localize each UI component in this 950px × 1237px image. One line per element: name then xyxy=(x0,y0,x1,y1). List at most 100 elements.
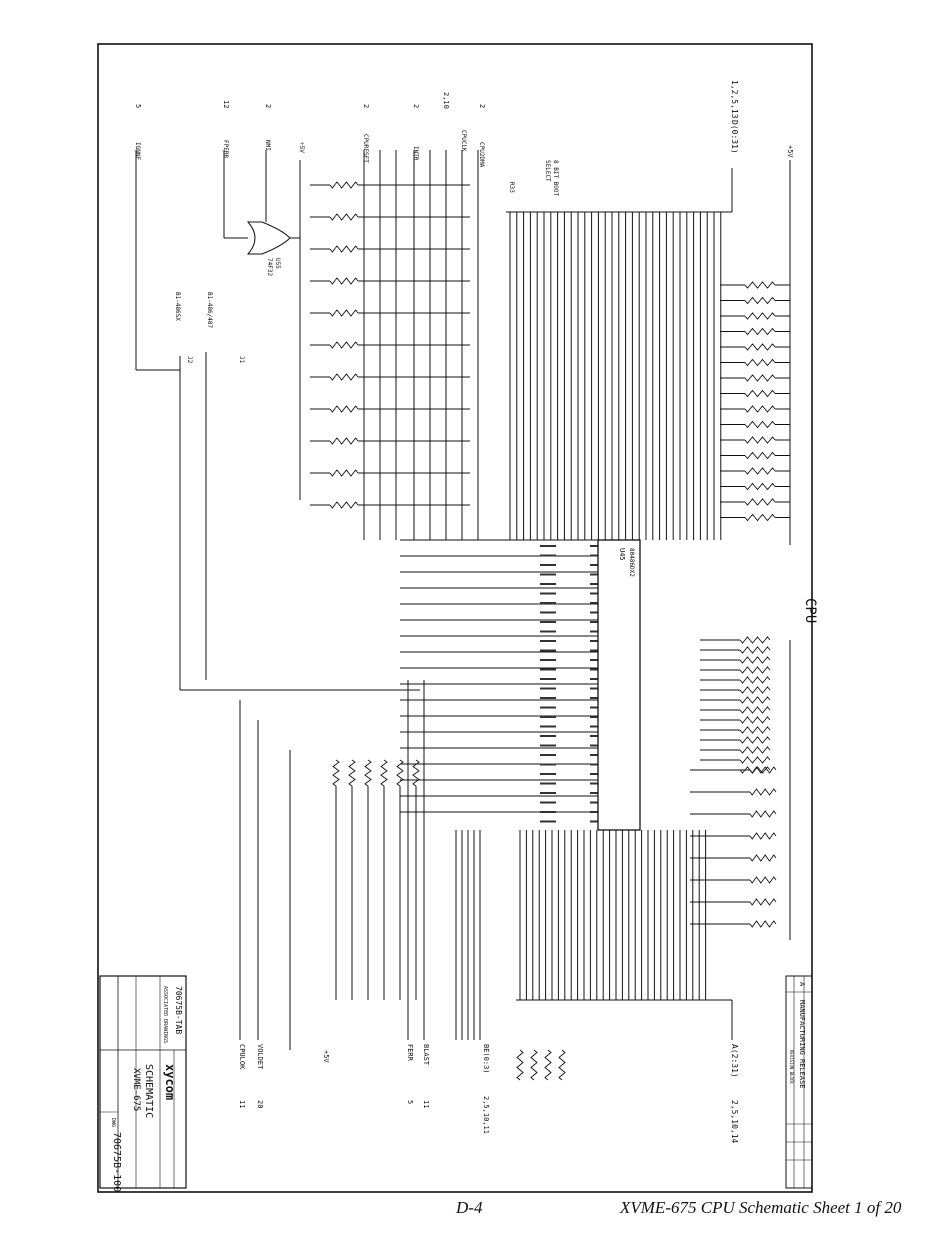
resistor xyxy=(739,656,771,664)
plus5-top-label: +5V xyxy=(786,145,794,158)
pin-label-mark xyxy=(540,754,556,756)
schematic-subtitle: XVME-675 xyxy=(131,1068,141,1111)
data-bus-sheets: 1,2,5,13 xyxy=(730,80,739,119)
pin-label-mark xyxy=(540,773,556,775)
jumper-j1-ref: J1 xyxy=(238,356,245,364)
resistor xyxy=(739,706,771,714)
ignne-label: IGNNE xyxy=(134,142,141,160)
resistor xyxy=(744,374,776,382)
resistor xyxy=(744,281,776,289)
cpulok-label: CPULOK xyxy=(238,1044,246,1070)
resistor xyxy=(739,636,771,644)
pin-label-mark xyxy=(540,725,556,728)
resistor xyxy=(744,405,776,413)
resistor xyxy=(332,759,340,787)
pin-label-mark xyxy=(540,697,556,699)
assoc-drawing-number: 70675B-TAB xyxy=(174,986,183,1034)
pin-label-mark xyxy=(540,554,556,557)
sheet-caption: XVME-675 CPU Schematic Sheet 1 of 20 xyxy=(620,1198,902,1217)
blast-sheet: 11 xyxy=(422,1100,430,1108)
resistor xyxy=(739,686,771,694)
boot-select-label: 8 BIT BOOT xyxy=(552,160,559,197)
ferr-sheet: 5 xyxy=(406,1100,414,1104)
address-bus-sheets: 2,5,10,14 xyxy=(730,1100,739,1144)
resistor xyxy=(744,389,776,398)
resistor xyxy=(348,759,356,787)
dwg-label: DWG xyxy=(110,1118,116,1127)
resistor xyxy=(744,513,776,522)
resistor xyxy=(744,327,776,336)
drawing-border xyxy=(97,43,813,1193)
cpu-chip-body xyxy=(597,539,641,831)
pin-label-mark xyxy=(540,583,556,585)
pin-label-mark xyxy=(540,792,556,794)
resistor xyxy=(749,876,777,884)
pin-label-mark xyxy=(540,564,556,566)
pin-label-mark xyxy=(540,621,556,623)
data-bus-label: D(0:31) xyxy=(730,120,739,154)
pin-label-mark xyxy=(540,820,556,823)
resistor xyxy=(516,1049,524,1081)
voldet-sheet: 20 xyxy=(256,1100,264,1108)
pin-label-mark xyxy=(540,630,556,633)
resistor xyxy=(329,213,359,221)
resistor xyxy=(744,498,776,506)
resistor xyxy=(329,469,359,477)
resistor-network xyxy=(329,181,777,1081)
resistor xyxy=(744,436,776,444)
be-bus-sheets: 2,5,10,11 xyxy=(482,1096,490,1134)
resistor xyxy=(380,759,388,787)
resistor xyxy=(744,312,776,320)
cpu-block-label: CPU xyxy=(802,598,818,623)
pin-label-mark xyxy=(540,659,556,661)
resistor xyxy=(739,716,771,724)
intr-label: INTR xyxy=(412,146,419,161)
resistor xyxy=(749,832,777,840)
pin-label-mark xyxy=(540,763,556,766)
resistor xyxy=(739,756,771,764)
resistor xyxy=(744,358,776,367)
fperr-label: FPERR xyxy=(222,140,229,158)
jumper-j2-ref: J2 xyxy=(186,356,193,364)
resistor xyxy=(744,420,776,429)
resistor xyxy=(749,854,777,862)
pin-label-mark xyxy=(540,716,556,718)
resistor xyxy=(744,343,776,351)
pin-label-mark xyxy=(540,545,556,547)
gate-ref: U55 xyxy=(274,258,281,269)
pin-label-mark xyxy=(540,649,556,652)
page-number: D-4 xyxy=(456,1198,483,1217)
resistor xyxy=(558,1049,566,1081)
plus5-left-label: +5V xyxy=(298,142,305,153)
resistor xyxy=(744,467,776,475)
rdy-resistor-label: R33 xyxy=(508,182,515,193)
revision-letter: A xyxy=(798,982,806,987)
cpu2dma-label: CPU2DMA xyxy=(478,142,485,168)
cpulok-sheet: 11 xyxy=(238,1100,246,1108)
wire-network xyxy=(135,150,791,1050)
resistor xyxy=(329,181,359,189)
pin-label-mark xyxy=(540,602,556,604)
resistor xyxy=(744,296,776,305)
resistor xyxy=(739,726,771,734)
resistor xyxy=(744,451,776,460)
resistor xyxy=(739,666,771,674)
cpu-part-type: 80486DX2 xyxy=(628,548,635,577)
resistor xyxy=(329,245,359,253)
jumper-j2-label: B1-486SX xyxy=(174,292,181,321)
resistor xyxy=(329,341,359,349)
schematic-title: SCHEMATIC xyxy=(143,1064,154,1118)
resistor xyxy=(739,646,771,654)
jumper-j1-label: B1-486/487 xyxy=(206,292,213,329)
resistor xyxy=(749,788,777,796)
ferr-label: FERR xyxy=(406,1044,414,1062)
pin-label-mark xyxy=(540,668,556,671)
resistor xyxy=(739,736,771,744)
resistor xyxy=(739,676,771,684)
intr-sheet: 2 xyxy=(412,104,420,108)
ignne-sheet: 5 xyxy=(134,104,142,108)
pin-label-mark xyxy=(540,811,556,813)
resistor xyxy=(749,920,777,928)
pin-label-mark xyxy=(540,706,556,709)
